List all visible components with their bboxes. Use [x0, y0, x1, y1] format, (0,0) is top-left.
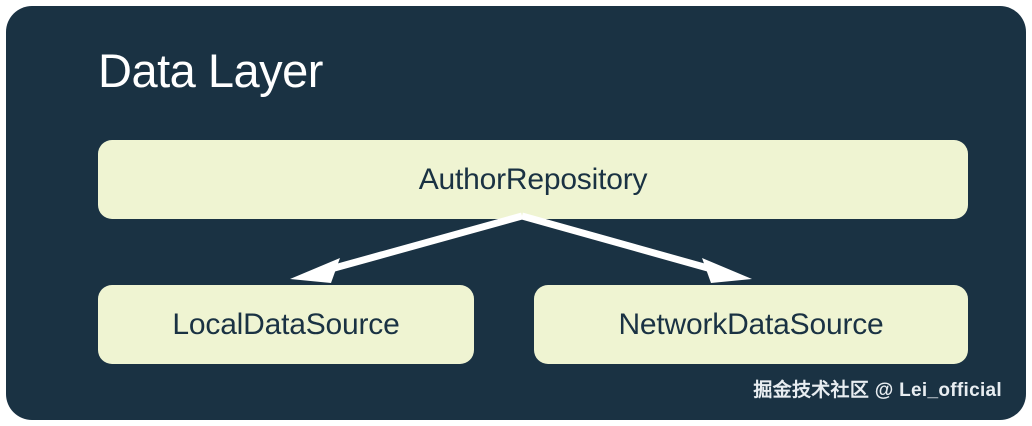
node-local-data-source[interactable]: LocalDataSource: [98, 285, 474, 364]
node-author-repository[interactable]: AuthorRepository: [98, 140, 968, 219]
page-title: Data Layer: [98, 44, 323, 97]
node-label: AuthorRepository: [418, 162, 648, 196]
node-label: LocalDataSource: [172, 307, 400, 341]
watermark-credit: 掘金技术社区 @ Lei_official: [753, 380, 1002, 401]
node-network-data-source[interactable]: NetworkDataSource: [534, 285, 968, 364]
node-label: NetworkDataSource: [618, 307, 884, 341]
data-layer-card: Data Layer AuthorRepository LocalDataSou…: [6, 6, 1026, 420]
